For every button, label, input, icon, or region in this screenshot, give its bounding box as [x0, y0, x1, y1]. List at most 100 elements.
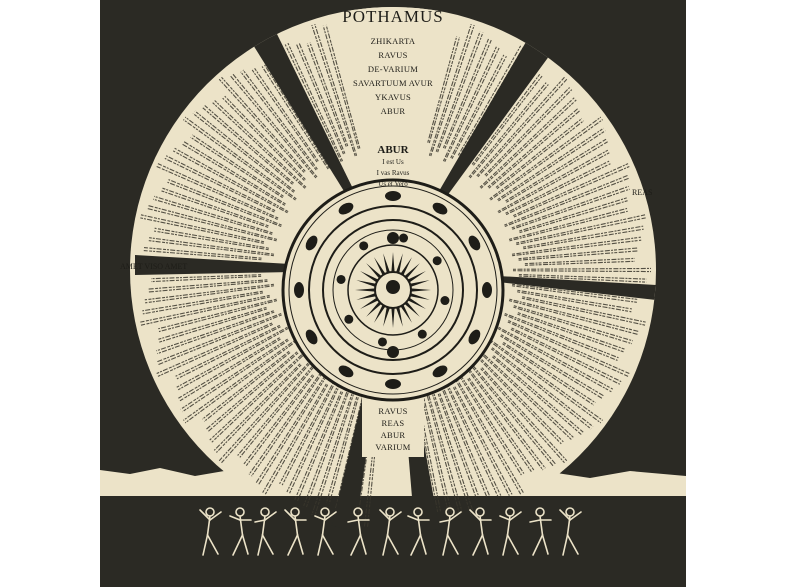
text-line — [325, 24, 361, 149]
text-line — [180, 338, 288, 410]
text-line — [491, 347, 594, 428]
text-line — [469, 369, 546, 469]
text-line — [214, 100, 307, 188]
text-line — [451, 55, 507, 159]
moon-top — [387, 232, 399, 244]
text-line — [147, 280, 268, 293]
dancer-figure — [439, 507, 462, 556]
text-line — [511, 185, 629, 229]
text-line — [468, 370, 544, 471]
text-line — [425, 391, 461, 516]
text-line — [505, 138, 607, 202]
album-artwork: POTHAMUS ZHIKARTA RAVUS DE-VARIUM SAVART… — [100, 0, 686, 587]
text-line — [498, 326, 614, 390]
text-line — [508, 207, 628, 240]
text-line — [146, 207, 277, 242]
text-line — [480, 368, 565, 464]
text-line — [218, 362, 309, 462]
text-line — [209, 351, 306, 441]
text-line — [479, 352, 572, 440]
text-line — [480, 360, 562, 445]
center-text-panel — [362, 132, 424, 187]
dancer-figure — [199, 507, 222, 556]
text-line — [305, 388, 351, 509]
text-line — [145, 285, 275, 304]
text-line — [454, 379, 522, 495]
text-line — [140, 217, 264, 244]
text-line — [181, 339, 289, 413]
text-line — [218, 78, 305, 173]
text-line — [497, 327, 612, 393]
text-line — [156, 306, 267, 341]
text-line — [473, 74, 544, 166]
text-line — [518, 196, 629, 232]
text-line — [516, 217, 646, 246]
text-line — [184, 340, 297, 424]
text-line — [240, 71, 317, 171]
text-line — [314, 23, 358, 156]
text-line — [509, 298, 640, 333]
text-line — [142, 290, 263, 312]
text-line — [250, 68, 318, 163]
sun-ray — [360, 297, 379, 309]
text-line — [175, 324, 281, 377]
text-line — [476, 76, 565, 177]
text-line — [504, 174, 629, 226]
text-line — [480, 351, 574, 438]
text-line — [493, 355, 584, 433]
ring-ornament — [468, 329, 481, 345]
text-line — [147, 279, 268, 290]
text-line — [281, 381, 336, 486]
artwork-illustration — [100, 0, 686, 587]
text-line — [191, 134, 284, 197]
text-line — [168, 179, 282, 226]
top-name: ABUR — [380, 106, 406, 116]
text-line — [442, 46, 497, 162]
text-line — [176, 326, 288, 388]
text-line — [444, 39, 492, 149]
text-line — [143, 247, 262, 259]
text-line — [160, 189, 269, 228]
text-line — [521, 297, 646, 326]
bottom-name: ABUR — [380, 430, 406, 440]
inner-figure — [432, 256, 442, 266]
text-line — [513, 165, 630, 218]
dancer-figure — [469, 507, 492, 556]
text-line — [517, 312, 626, 351]
central-mandala — [281, 178, 505, 402]
text-line — [158, 298, 277, 330]
text-line — [512, 239, 642, 257]
text-line — [504, 177, 630, 228]
dancing-figures — [199, 507, 582, 556]
text-line — [508, 300, 639, 336]
text-line — [454, 386, 513, 495]
text-line — [485, 89, 573, 177]
text-line — [512, 270, 651, 273]
text-line — [439, 393, 480, 497]
text-line — [264, 384, 329, 495]
sun-ray — [391, 252, 395, 273]
sun-ray — [383, 306, 390, 327]
ring-ornament — [305, 235, 318, 251]
ring-ornament — [468, 235, 481, 251]
bottom-names: RAVUS REAS ABUR VARIUM — [100, 405, 686, 453]
text-line — [513, 305, 633, 342]
text-line — [480, 99, 577, 189]
sun-ray — [404, 301, 420, 317]
sun-ray — [407, 271, 426, 283]
text-line — [311, 24, 356, 157]
text-line — [156, 322, 273, 375]
text-line — [222, 97, 305, 181]
text-line — [237, 361, 317, 456]
bottom-name: VARIUM — [375, 442, 411, 452]
text-line — [423, 398, 453, 514]
text-line — [468, 377, 536, 472]
text-line — [504, 314, 618, 361]
moon-bottom — [387, 346, 399, 358]
text-line — [513, 306, 633, 345]
inner-figure — [377, 337, 387, 347]
right-label: REAS — [632, 188, 653, 197]
text-line — [430, 24, 475, 157]
text-line — [167, 181, 282, 228]
text-line — [251, 373, 323, 477]
